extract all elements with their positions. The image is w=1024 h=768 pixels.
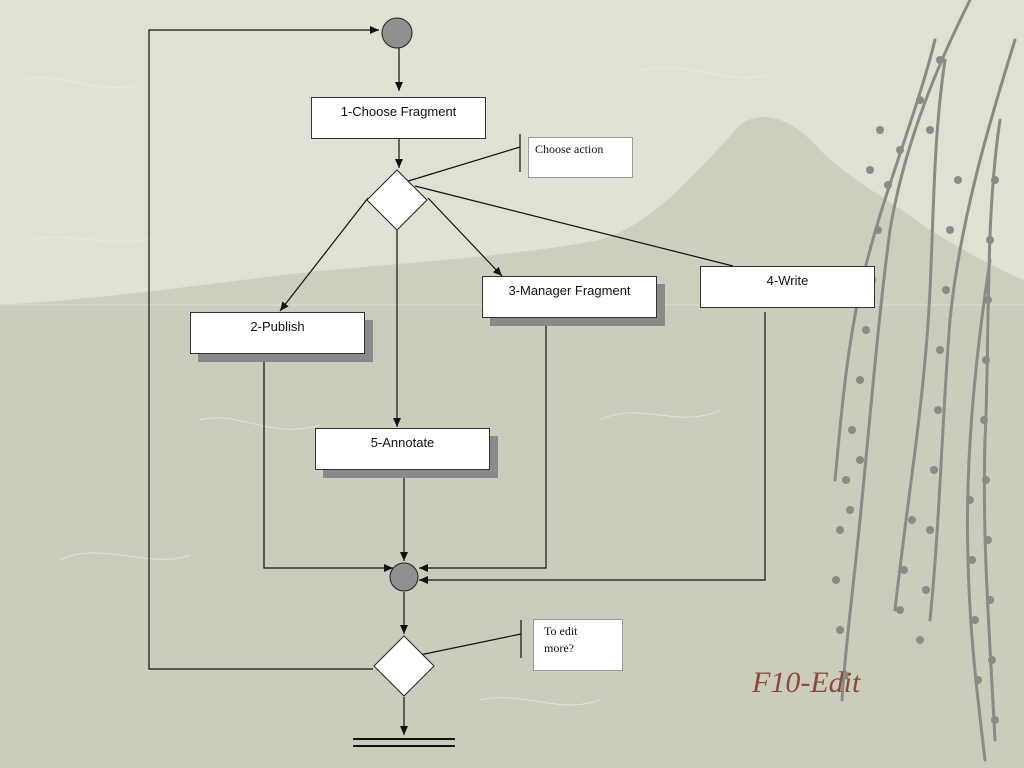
- node-write: 4-Write: [700, 266, 875, 308]
- note-choose-action: Choose action: [528, 137, 633, 178]
- note-line-to-edit: [409, 633, 522, 658]
- edge-publish-to-merge: [263, 362, 393, 572]
- edge-write-to-merge: [419, 312, 766, 584]
- note-line-choose-action: [404, 146, 521, 183]
- initial-node: [381, 17, 413, 49]
- edge-decision-to-publish: [279, 197, 369, 312]
- decision-node-to-edit-more: [373, 635, 435, 697]
- node-manager-fragment: 3-Manager Fragment: [482, 276, 657, 318]
- merge-node: [389, 562, 419, 592]
- note-to-edit-more: To edit more?: [533, 619, 623, 671]
- decision-node-choose-action: [366, 169, 428, 231]
- edge-decision-to-manager: [427, 197, 503, 277]
- slide-title: F10-Edit: [752, 666, 861, 699]
- node-annotate: 5-Annotate: [315, 428, 490, 470]
- edge-manager-to-merge: [419, 326, 547, 572]
- node-choose-fragment: 1-Choose Fragment: [311, 97, 486, 139]
- edge-loop-back: [148, 26, 379, 670]
- node-publish: 2-Publish: [190, 312, 365, 354]
- edge-decision-to-write: [414, 185, 734, 267]
